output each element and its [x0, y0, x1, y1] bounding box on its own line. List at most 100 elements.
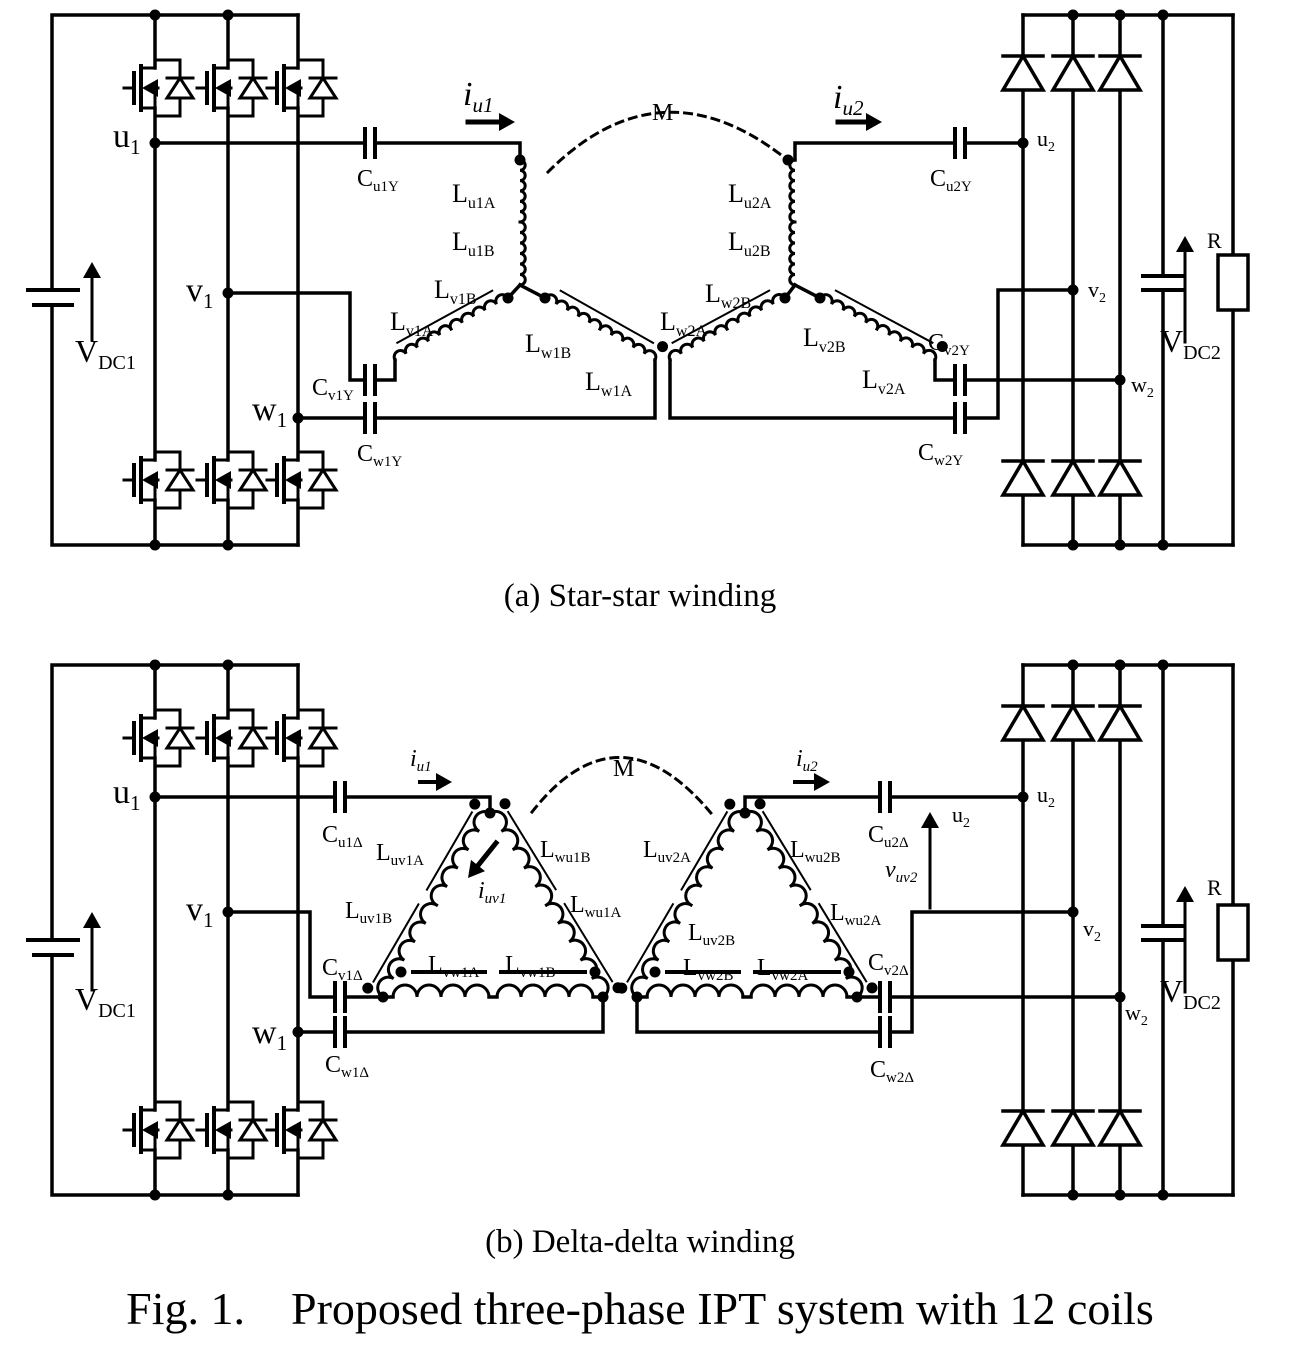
junction-dot [1114, 374, 1126, 386]
label-subscript: 1 [203, 908, 214, 932]
label-subscript: v2Δ [884, 963, 909, 979]
dc-rail [50, 13, 300, 292]
rectifier-diode [1096, 52, 1144, 92]
label-base: R [1207, 875, 1222, 900]
capacitor-cv2y-gap [955, 366, 965, 394]
mosfet-arrow-head [142, 79, 158, 97]
label-panel_b-labels-luv1a: Luv1A [376, 840, 424, 869]
rectifier-diode [999, 52, 1047, 92]
capacitor-cu1d-gap [335, 783, 345, 811]
label-base: i [833, 79, 842, 116]
label-base: L [540, 837, 555, 863]
label-base: C [322, 955, 338, 981]
label-subscript: v2Y [944, 343, 970, 359]
label-subscript: u2 [803, 759, 819, 775]
label-panel_a-labels-lw1a: Lw1A [585, 367, 632, 400]
wire [296, 358, 657, 420]
label-subscript: 2 [1141, 1014, 1148, 1029]
current-iu2-arrow-head [866, 113, 882, 131]
label-panel_a-labels-m: M [652, 100, 673, 126]
junction-dot [222, 659, 234, 671]
label-panel_a-labels-lv2b: Lv2B [803, 323, 846, 356]
polarity-dot [649, 966, 661, 978]
mosfet-arrow-head [215, 729, 231, 747]
label-subscript: wu2A [845, 913, 882, 929]
label-panel_a-labels-lv1b: Lv1B [434, 275, 477, 308]
coil-lw1b [542, 293, 603, 332]
coupling-secondary-uv-a [680, 810, 729, 891]
capacitor-cw2d-gap [880, 1018, 890, 1046]
label-subscript: uv2A [658, 850, 692, 866]
label-panel_a-labels-w2: w2 [1131, 372, 1154, 401]
label-subscript: vw2B [698, 968, 734, 984]
label-panel_b-labels-vdc1: VDC1 [75, 981, 136, 1022]
junction-dot [222, 9, 234, 21]
label-subscript: vw1A [443, 965, 480, 981]
coupling-primary-wu-b [506, 810, 557, 891]
figure-caption: Fig. 1. Proposed three-phase IPT system … [126, 1283, 1154, 1334]
wire [743, 795, 1025, 815]
label-base: C [928, 330, 944, 356]
label-subscript: uv1 [485, 891, 507, 907]
label-subscript: v2A [878, 381, 906, 398]
capacitor-cu2d-gap [880, 783, 890, 811]
wire [296, 995, 605, 1034]
label-base: L [728, 227, 744, 256]
label-panel_a-labels-iu1: iu1 [463, 76, 493, 117]
coil-lv2b [817, 293, 880, 332]
label-base: L [376, 840, 391, 866]
label-base: u [1037, 126, 1048, 151]
label-base: L [688, 920, 703, 946]
label-panel_a-labels-v1: v1 [186, 272, 214, 313]
label-panel_a-labels-cw2y: Cw2Y [918, 440, 963, 469]
label-base: V [1160, 973, 1183, 1009]
circuit-wiring [26, 9, 1250, 1201]
coil-lu1b [518, 220, 527, 287]
junction-dot [149, 9, 161, 21]
rectifier-diode [1049, 52, 1097, 92]
coupling-primary-uv-b [372, 902, 420, 983]
dc-rail [50, 663, 300, 942]
label-panel_b-labels-w2: w2 [1125, 1000, 1148, 1029]
body-diode [237, 725, 269, 750]
label-subscript: w1A [601, 383, 633, 400]
label-base: C [322, 822, 338, 848]
label-subscript: DC2 [1183, 342, 1221, 364]
junction-dot [1114, 991, 1126, 1003]
wire [933, 358, 1122, 382]
mutual-inductance-arc [529, 756, 718, 821]
label-subscript: u1Y [373, 179, 399, 195]
label-subscript: u1B [468, 243, 495, 260]
label-base: v [1088, 277, 1099, 302]
body-diode [164, 75, 196, 100]
label-base: i [463, 76, 472, 113]
caption-panel-b: (b) Delta-delta winding [485, 1224, 795, 1260]
load-resistor [1216, 253, 1250, 312]
label-subscript: v1A [406, 323, 434, 340]
vdc1-arrow-head [83, 912, 101, 928]
dc-rail [50, 303, 300, 547]
label-base: L [452, 179, 468, 208]
coupling-primary-uv-a [425, 810, 474, 891]
label-panel_b-labels-lwu1b: Lwu1B [540, 837, 591, 866]
current-iuv1-arrow [474, 839, 500, 870]
coil-lv2a [874, 324, 938, 363]
label-subscript: 2 [1099, 291, 1106, 306]
label-subscript: w2Δ [886, 1070, 914, 1086]
label-panel_a-labels-lv1a: Lv1A [390, 307, 434, 340]
mosfet-arrow-head [142, 471, 158, 489]
junction-dot [1017, 791, 1029, 803]
label-subscript: vw2A [772, 968, 809, 984]
label-base: L [505, 952, 520, 978]
polarity-dot [936, 340, 948, 352]
junction-dot [1067, 906, 1079, 918]
body-diode [164, 725, 196, 750]
label-base: w [1131, 372, 1147, 397]
polarity-dot [843, 966, 855, 978]
label-subscript: v2B [819, 339, 846, 356]
label-panel_b-labels-lwu2a: Lwu2A [830, 900, 882, 929]
label-panel_b-labels-iu2: iu2 [796, 746, 818, 775]
body-diode [237, 1117, 269, 1142]
label-panel_b-labels-m: M [613, 756, 634, 782]
capacitor-cw1d-gap [335, 1018, 345, 1046]
